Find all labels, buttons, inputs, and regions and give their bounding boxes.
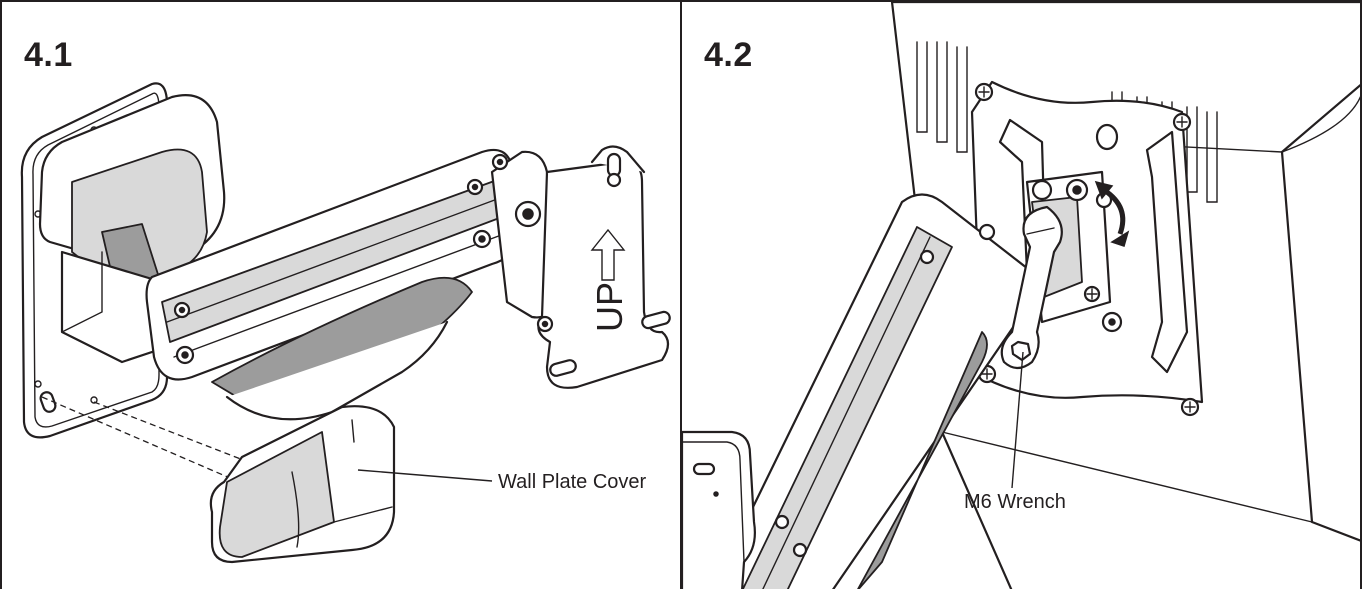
wall-mount-install-illustration — [20, 82, 671, 564]
wall-plate-edge — [682, 430, 756, 589]
callout-leader-line — [1011, 351, 1024, 489]
m6-wrench — [1000, 205, 1063, 370]
step-number: 4.1 — [24, 36, 73, 74]
rotate-arrow-icon — [1094, 180, 1130, 247]
step-panel-4-1: 4.1 Wall Plate Cover — [0, 0, 682, 589]
callout-leader-line — [357, 469, 493, 482]
step-panel-4-2: 4.2 M6 Wrench — [680, 0, 1362, 589]
up-arrow-icon — [590, 228, 626, 281]
step-number: 4.2 — [704, 36, 753, 74]
m6-wrench-label: M6 Wrench — [964, 491, 1066, 513]
vesa-bracket — [537, 160, 670, 389]
wrench-adjust-illustration — [682, 2, 1360, 589]
wall-plate-cover-label: Wall Plate Cover — [498, 471, 647, 493]
up-decal-text: UP — [589, 282, 630, 333]
